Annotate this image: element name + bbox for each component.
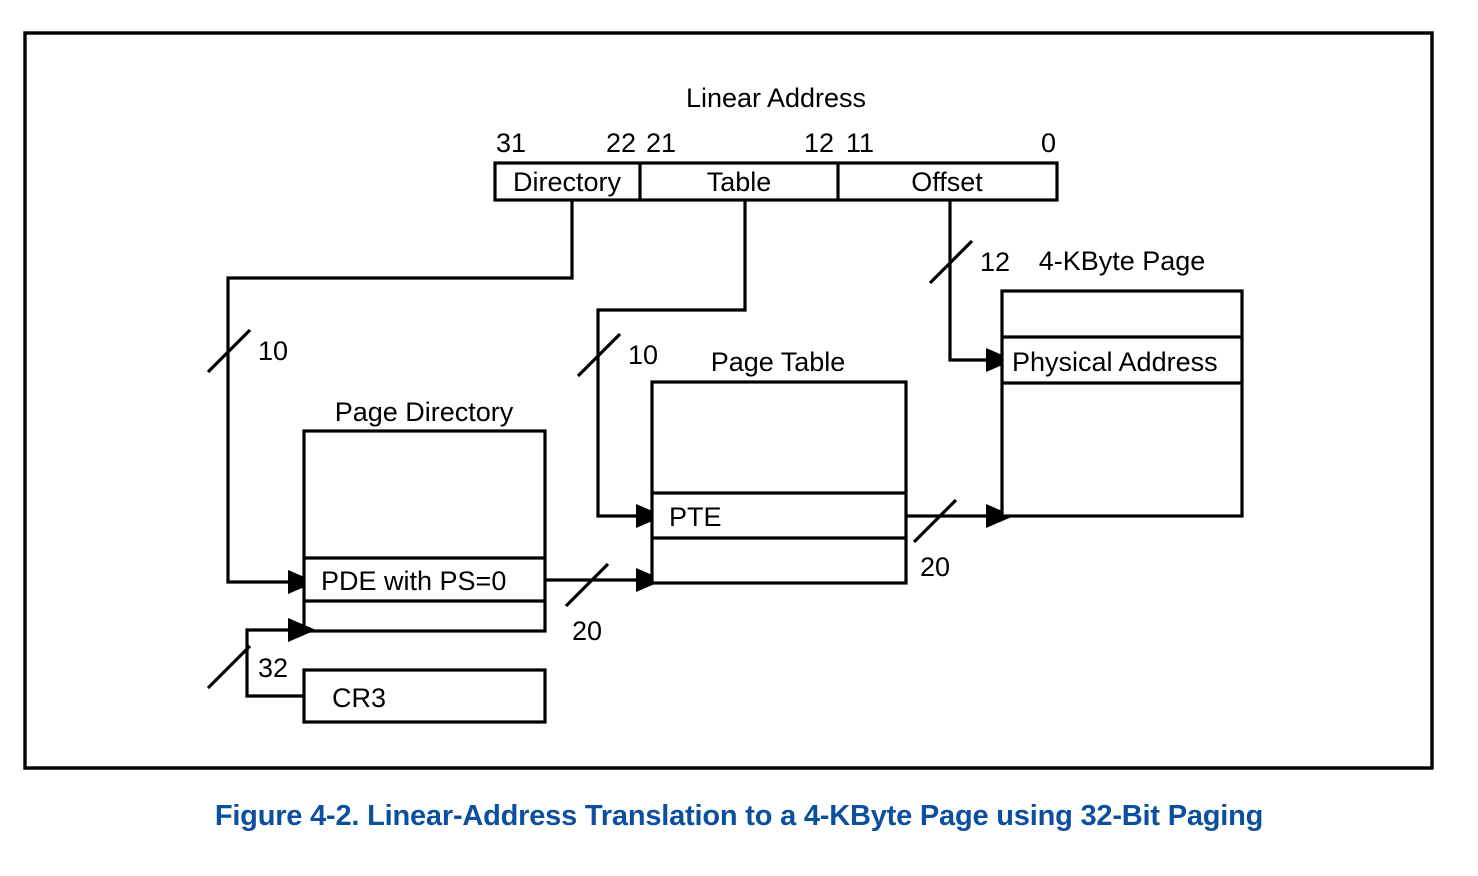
- bit-label-21: 21: [646, 128, 676, 158]
- connector-pde-to-page-table: 20: [545, 562, 664, 646]
- arrow-head-cr3: [288, 618, 316, 642]
- bus-tick-table: [576, 332, 622, 378]
- page-table-box: [650, 380, 908, 585]
- bit-label-22: 22: [606, 128, 636, 158]
- page-directory-box: [302, 429, 547, 633]
- linear-address-bar: Directory Table Offset: [493, 161, 1059, 202]
- arrow-head-table: [636, 504, 664, 528]
- figure-caption: Figure 4-2. Linear-Address Translation t…: [215, 800, 1263, 832]
- bus-width-directory: 10: [258, 336, 288, 366]
- page-table-entry-label: PTE: [669, 502, 722, 532]
- linear-address-title: Linear Address: [686, 83, 866, 113]
- bit-label-0: 0: [1041, 128, 1056, 158]
- four-kbyte-page-box: [1000, 289, 1244, 518]
- connector-cr3-to-page-directory: 32: [206, 618, 316, 698]
- bus-tick-offset: [928, 239, 974, 285]
- bus-width-cr3: 32: [258, 653, 288, 683]
- bus-tick-pde: [564, 562, 610, 608]
- four-kbyte-page-structure: 4-KByte Page Physical Address: [1000, 246, 1244, 518]
- connector-pte-to-page: 20: [906, 498, 1014, 582]
- page-directory-entry-label: PDE with PS=0: [321, 566, 506, 596]
- four-kbyte-page-title: 4-KByte Page: [1039, 246, 1206, 276]
- arrow-head-directory: [288, 570, 316, 594]
- page-directory-title: Page Directory: [335, 397, 514, 427]
- linear-address-bar-outline: [493, 161, 1059, 202]
- physical-address-label: Physical Address: [1012, 347, 1218, 377]
- connector-offset-to-page: 12: [928, 200, 1014, 372]
- bit-label-12: 12: [804, 128, 834, 158]
- arrow-head-pde: [636, 568, 664, 592]
- bit-label-11: 11: [846, 128, 874, 158]
- page-directory-structure: Page Directory PDE with PS=0: [302, 397, 547, 633]
- bit-label-31: 31: [496, 128, 526, 158]
- linear-address-field-offset: Offset: [911, 167, 983, 197]
- cr3-register-structure: CR3: [302, 668, 547, 724]
- linear-address-field-directory: Directory: [513, 167, 622, 197]
- cr3-box: [302, 668, 547, 724]
- bus-width-offset: 12: [980, 247, 1010, 277]
- linear-address-field-table: Table: [707, 167, 772, 197]
- bus-width-pde: 20: [572, 616, 602, 646]
- page-table-structure: Page Table PTE: [650, 347, 908, 585]
- arrow-head-pte: [986, 504, 1014, 528]
- bus-tick-cr3: [206, 644, 252, 690]
- page-table-title: Page Table: [711, 347, 846, 377]
- connector-directory-to-page-directory: 10: [206, 200, 574, 594]
- connector-table-to-page-table: 10: [576, 200, 747, 528]
- bus-tick-directory: [206, 328, 252, 374]
- bus-width-table: 10: [628, 340, 658, 370]
- arrow-head-offset: [986, 348, 1014, 372]
- bus-width-pte: 20: [920, 552, 950, 582]
- bus-tick-pte: [912, 498, 958, 544]
- cr3-label: CR3: [332, 683, 386, 713]
